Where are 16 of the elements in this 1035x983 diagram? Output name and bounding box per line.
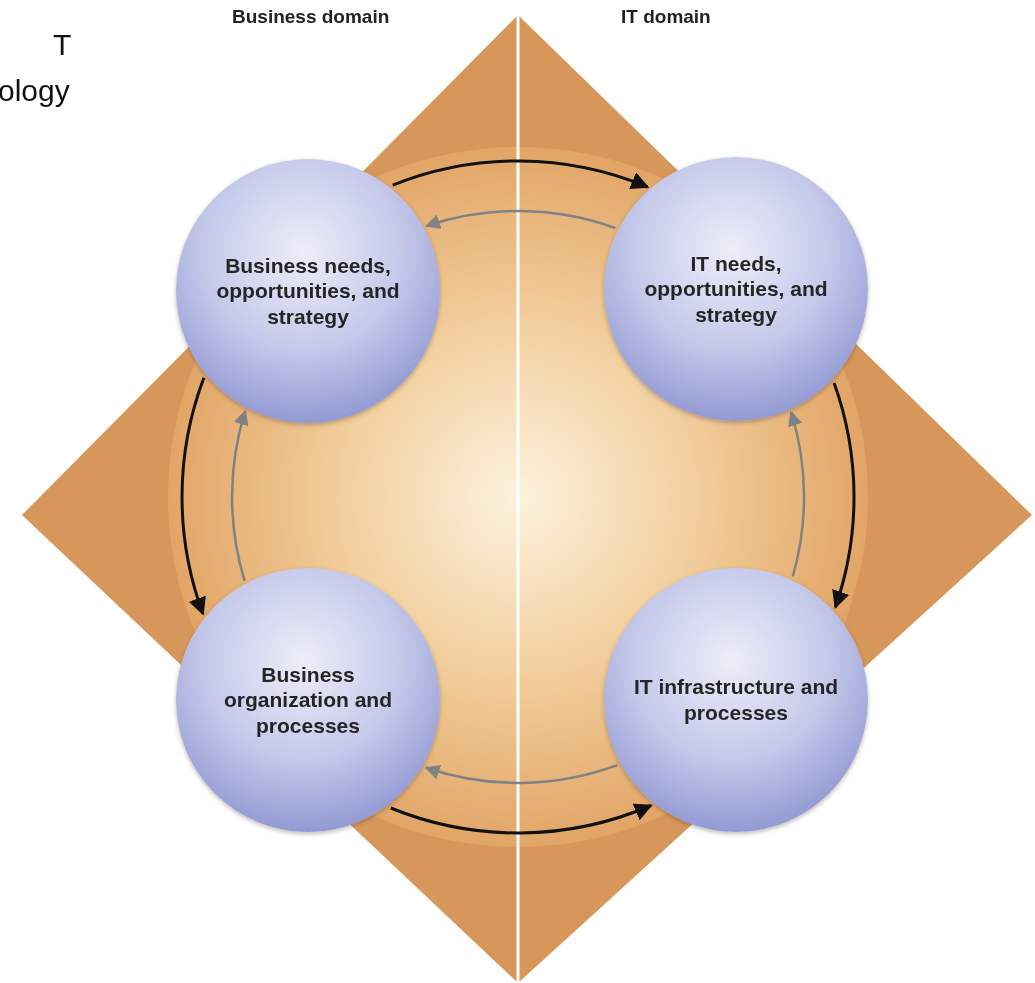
node-label: Business needs, opportunities, and strategy — [215, 252, 401, 330]
arrow — [424, 209, 616, 230]
node-label: IT infrastructure and processes — [633, 674, 839, 726]
arrow — [424, 764, 618, 785]
arrow — [831, 382, 856, 609]
arrow — [180, 377, 207, 616]
arrow — [392, 159, 650, 191]
domain-heading: Business domain — [232, 6, 390, 28]
arrow — [787, 410, 805, 577]
arrow — [231, 409, 250, 582]
node-label: IT needs, opportunities, and strategy — [643, 250, 829, 328]
node-label: Business organization and processes — [223, 661, 393, 739]
domain-heading: IT domain — [621, 6, 711, 28]
text-fragment: T — [53, 28, 72, 62]
text-fragment: ology — [0, 74, 70, 108]
arrow — [390, 802, 653, 835]
